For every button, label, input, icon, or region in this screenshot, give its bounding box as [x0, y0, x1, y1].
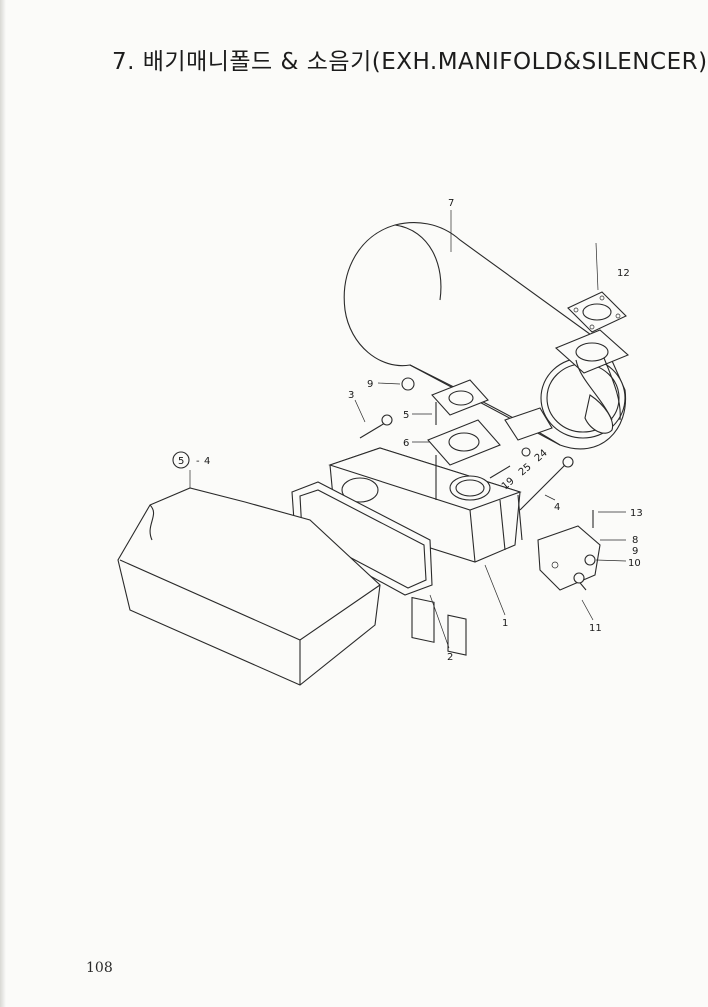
gasket-leader-line: [595, 242, 599, 291]
outlet-gasket: [567, 291, 627, 333]
leader-lines: [189, 210, 627, 649]
cylinder-head: [117, 487, 381, 686]
silencer-inlet-flanges: [431, 379, 553, 441]
callout-25: 25: [517, 462, 534, 479]
callout-5-circled: 5: [178, 456, 184, 467]
exploded-parts-diagram: 7 12 9 3 5 6 5 - 4 19 25 24 4 13 8 9 10 …: [117, 198, 643, 686]
callout-9-upper: 9: [367, 379, 373, 390]
manifold-gasket-6: [427, 419, 501, 466]
callout-11: 11: [589, 623, 602, 634]
callout-24: 24: [533, 448, 550, 465]
page-title: 7. 배기매니폴드 & 소음기(EXH.MANIFOLD&SILENCER): [112, 49, 708, 75]
callout-9-lower: 9: [632, 546, 638, 557]
callout-2: 2: [447, 652, 453, 663]
callout-10: 10: [628, 558, 641, 569]
fasteners: [359, 377, 596, 591]
callout-circle: [172, 451, 190, 469]
callout-7: 7: [448, 198, 454, 209]
callout-5-stud: 5: [403, 410, 409, 421]
exhaust-manifold: [328, 447, 523, 656]
callout-1: 1: [502, 618, 508, 629]
page-edge-shadow: [0, 0, 6, 1007]
callout-6: 6: [403, 438, 409, 449]
callout-13: 13: [630, 508, 643, 519]
callout-4-head: -: [196, 456, 200, 467]
page-number: 108: [86, 960, 113, 976]
callout-4-cylinder-head: 4: [204, 456, 210, 467]
callout-12: 12: [617, 268, 630, 279]
silencer-outlet-flange: [554, 329, 630, 421]
bracket: [537, 525, 601, 591]
callout-3: 3: [348, 390, 354, 401]
callout-4-bolt: 4: [554, 502, 560, 513]
callout-8: 8: [632, 535, 638, 546]
